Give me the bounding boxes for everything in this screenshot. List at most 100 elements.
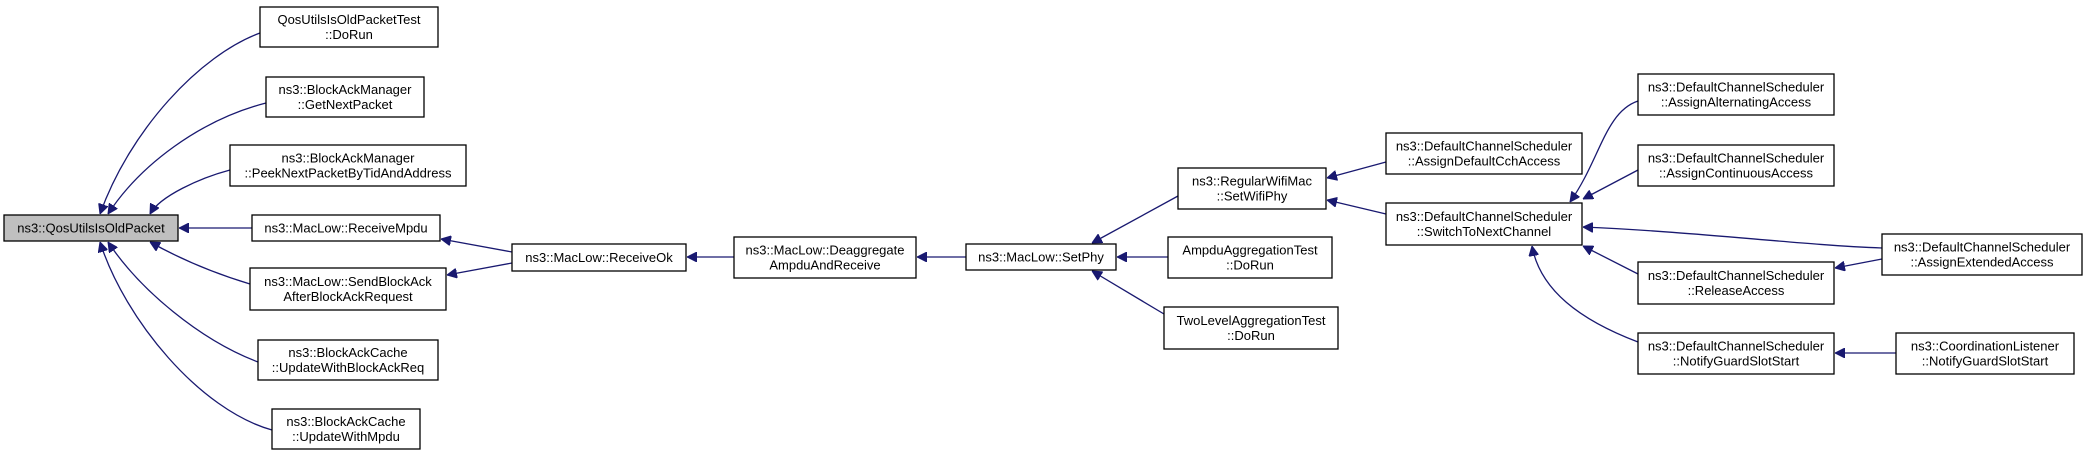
node-box[interactable]: [1177, 167, 1327, 210]
node-label-line: ::GetNextPacket: [298, 97, 393, 112]
edge-ml_rok-to-ml_mpdu: [441, 239, 513, 253]
edge-ml_sendba-to-root: [150, 241, 251, 285]
node-label-line: TwoLevelAggregationTest: [1177, 313, 1326, 328]
edge-bam_next-to-root: [108, 102, 267, 214]
node-dcs_stnc[interactable]: ns3::DefaultChannelScheduler::SwitchToNe…: [1385, 202, 1583, 246]
node-box[interactable]: [1637, 144, 1835, 187]
node-box[interactable]: [733, 236, 917, 279]
edge-bac_mpdu-to-root: [100, 242, 273, 431]
node-label-line: ns3::CoordinationListener: [1911, 339, 2060, 354]
node-qtest[interactable]: QosUtilsIsOldPacketTest::DoRun: [259, 6, 439, 48]
node-box[interactable]: [249, 267, 447, 311]
edge-dcs_acont-to-dcs_stnc: [1583, 169, 1639, 200]
node-box[interactable]: [1637, 73, 1835, 116]
node-label-line: ns3::MacLow::ReceiveOk: [525, 250, 673, 265]
node-label-line: AmpduAggregationTest: [1182, 243, 1318, 258]
node-box[interactable]: [1167, 236, 1333, 279]
node-label-line: ::NotifyGuardSlotStart: [1922, 354, 2049, 369]
node-box[interactable]: [511, 243, 687, 272]
node-label-line: ns3::MacLow::Deaggregate: [746, 243, 905, 258]
node-box[interactable]: [229, 144, 467, 187]
node-label-line: ::SwitchToNextChannel: [1417, 224, 1552, 239]
node-box[interactable]: [965, 243, 1117, 271]
node-label-line: ::DoRun: [325, 27, 373, 42]
node-cl_ngss[interactable]: ns3::CoordinationListener::NotifyGuardSl…: [1895, 332, 2075, 375]
node-label-line: ::AssignExtendedAccess: [1910, 255, 2054, 270]
node-label-line: ns3::DefaultChannelScheduler: [1648, 339, 1825, 354]
edge-ml_rok-to-ml_sendba: [447, 262, 513, 275]
node-box[interactable]: [1881, 233, 2083, 276]
node-box[interactable]: [1163, 306, 1339, 350]
node-bac_mpdu[interactable]: ns3::BlockAckCache::UpdateWithMpdu: [271, 408, 421, 450]
edge-dcs_aalt-to-dcs_stnc: [1570, 100, 1639, 202]
node-box[interactable]: [1385, 202, 1583, 246]
node-label-line: ns3::BlockAckManager: [279, 82, 413, 97]
node-dcs_aalt[interactable]: ns3::DefaultChannelScheduler::AssignAlte…: [1637, 73, 1835, 116]
node-root[interactable]: ns3::QosUtilsIsOldPacket: [3, 214, 179, 242]
node-label-line: ns3::BlockAckManager: [282, 151, 416, 166]
node-label-line: ::AssignDefaultCchAccess: [1408, 154, 1561, 169]
node-label-line: ::SetWifiPhy: [1217, 189, 1288, 204]
node-rwm_setphy[interactable]: ns3::RegularWifiMac::SetWifiPhy: [1177, 167, 1327, 210]
node-dcs_acont[interactable]: ns3::DefaultChannelScheduler::AssignCont…: [1637, 144, 1835, 187]
node-dcs_aext[interactable]: ns3::DefaultChannelScheduler::AssignExte…: [1881, 233, 2083, 276]
node-box[interactable]: [259, 6, 439, 48]
node-bac_req[interactable]: ns3::BlockAckCache::UpdateWithBlockAckRe…: [257, 339, 439, 381]
edge-tlat-to-ml_setphy: [1092, 271, 1165, 315]
node-label-line: ::AssignAlternatingAccess: [1661, 95, 1812, 110]
node-bam_next[interactable]: ns3::BlockAckManager::GetNextPacket: [265, 76, 425, 118]
edge-dcs_aext-to-dcs_stnc: [1583, 227, 1883, 249]
node-label-line: ::DoRun: [1227, 328, 1275, 343]
node-box[interactable]: [271, 408, 421, 450]
node-bam_peek[interactable]: ns3::BlockAckManager::PeekNextPacketByTi…: [229, 144, 467, 187]
node-label-line: ::DoRun: [1226, 258, 1274, 273]
node-label-line: ns3::DefaultChannelScheduler: [1648, 80, 1825, 95]
node-box[interactable]: [1637, 261, 1835, 305]
node-label-line: ::AssignContinuousAccess: [1659, 166, 1813, 181]
node-label-line: ns3::DefaultChannelScheduler: [1396, 139, 1573, 154]
node-label-line: ns3::DefaultChannelScheduler: [1894, 240, 2071, 255]
node-ml_rok[interactable]: ns3::MacLow::ReceiveOk: [511, 243, 687, 272]
node-box[interactable]: [257, 339, 439, 381]
edge-dcs_ngss-to-dcs_stnc: [1532, 246, 1639, 343]
node-dcs_ngss[interactable]: ns3::DefaultChannelScheduler::NotifyGuar…: [1637, 332, 1835, 375]
node-label-line: ns3::DefaultChannelScheduler: [1648, 268, 1825, 283]
node-box[interactable]: [3, 214, 179, 242]
node-dcs_rel[interactable]: ns3::DefaultChannelScheduler::ReleaseAcc…: [1637, 261, 1835, 305]
node-dcs_adcch[interactable]: ns3::DefaultChannelScheduler::AssignDefa…: [1385, 132, 1583, 175]
node-label-line: ns3::DefaultChannelScheduler: [1396, 209, 1573, 224]
edge-rwm_setphy-to-ml_setphy: [1092, 195, 1179, 244]
node-ml_setphy[interactable]: ns3::MacLow::SetPhy: [965, 243, 1117, 271]
edge-dcs_adcch-to-rwm_setphy: [1327, 161, 1387, 178]
node-label-line: ns3::BlockAckCache: [286, 414, 405, 429]
node-layer: ns3::QosUtilsIsOldPacket QosUtilsIsOldPac…: [3, 6, 2083, 450]
node-label-line: ns3::DefaultChannelScheduler: [1648, 151, 1825, 166]
node-box[interactable]: [251, 214, 441, 242]
node-ml_mpdu[interactable]: ns3::MacLow::ReceiveMpdu: [251, 214, 441, 242]
node-label-line: ::PeekNextPacketByTidAndAddress: [245, 166, 452, 181]
node-label-line: QosUtilsIsOldPacketTest: [277, 12, 420, 27]
node-label-line: ns3::MacLow::SendBlockAck: [264, 274, 432, 289]
edge-bac_req-to-root: [108, 242, 259, 363]
node-box[interactable]: [265, 76, 425, 118]
node-box[interactable]: [1895, 332, 2075, 375]
edge-layer: [100, 32, 1896, 431]
node-label-line: ::UpdateWithMpdu: [292, 429, 400, 444]
node-label-line: ::NotifyGuardSlotStart: [1673, 354, 1800, 369]
node-label-line: AfterBlockAckRequest: [283, 289, 413, 304]
edge-dcs_stnc-to-rwm_setphy: [1327, 200, 1387, 215]
node-ml_sendba[interactable]: ns3::MacLow::SendBlockAckAfterBlockAckRe…: [249, 267, 447, 311]
node-box[interactable]: [1385, 132, 1583, 175]
edge-qtest-to-root: [100, 32, 261, 214]
node-tlat[interactable]: TwoLevelAggregationTest::DoRun: [1163, 306, 1339, 350]
node-label-line: ns3::BlockAckCache: [288, 345, 407, 360]
node-label-line: ns3::MacLow::ReceiveMpdu: [264, 221, 427, 236]
edge-dcs_rel-to-dcs_stnc: [1583, 245, 1639, 275]
node-label-line: ns3::RegularWifiMac: [1192, 174, 1312, 189]
edge-bam_peek-to-root: [149, 169, 231, 214]
node-box[interactable]: [1637, 332, 1835, 375]
node-aat[interactable]: AmpduAggregationTest::DoRun: [1167, 236, 1333, 279]
node-label-line: ns3::QosUtilsIsOldPacket: [17, 221, 165, 236]
